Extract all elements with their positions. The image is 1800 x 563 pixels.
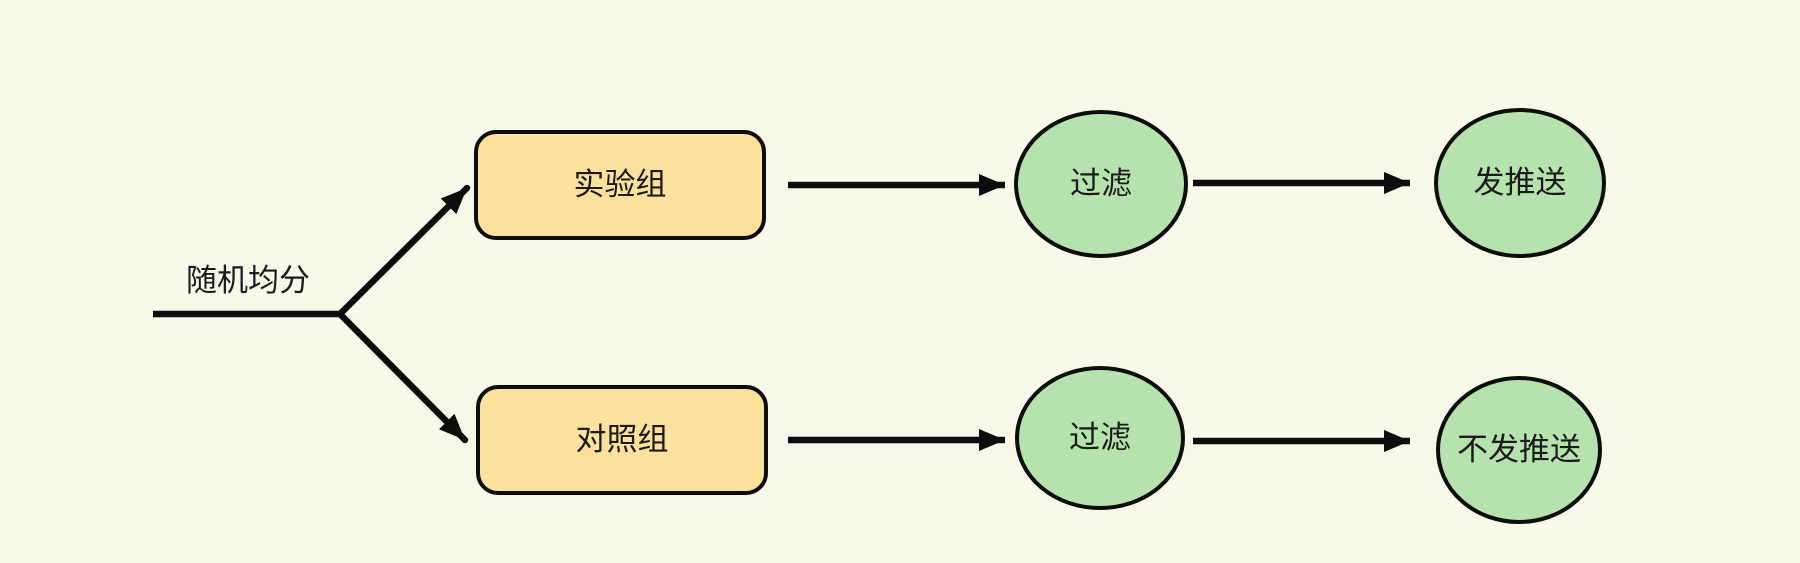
node-control-group[interactable]: 对照组	[476, 385, 768, 495]
no-push-circle[interactable]	[1436, 376, 1602, 524]
experiment-group-box[interactable]	[474, 130, 766, 240]
branch-arrow-to-experiment[interactable]	[336, 184, 471, 318]
node-no-push[interactable]: 不发推送	[1436, 376, 1602, 524]
control-group-label: 对照组	[576, 422, 669, 458]
send-push-circle[interactable]	[1434, 108, 1606, 258]
filter-top-circle[interactable]	[1014, 110, 1188, 258]
branch-arrow-to-control[interactable]	[336, 310, 469, 444]
send-push-label: 发推送	[1474, 165, 1567, 201]
filter-bottom-circle[interactable]	[1015, 366, 1185, 510]
experiment-group-label: 实验组	[574, 167, 667, 203]
filter-bottom-label: 过滤	[1069, 420, 1131, 456]
node-filter-bottom[interactable]: 过滤	[1015, 366, 1185, 510]
node-experiment-group[interactable]: 实验组	[474, 130, 766, 240]
split-label: 随机均分	[186, 263, 310, 299]
node-send-push[interactable]: 发推送	[1434, 108, 1606, 258]
node-filter-top[interactable]: 过滤	[1014, 110, 1188, 258]
filter-top-label: 过滤	[1070, 166, 1132, 202]
no-push-label: 不发推送	[1457, 432, 1581, 468]
control-group-box[interactable]	[476, 385, 768, 495]
